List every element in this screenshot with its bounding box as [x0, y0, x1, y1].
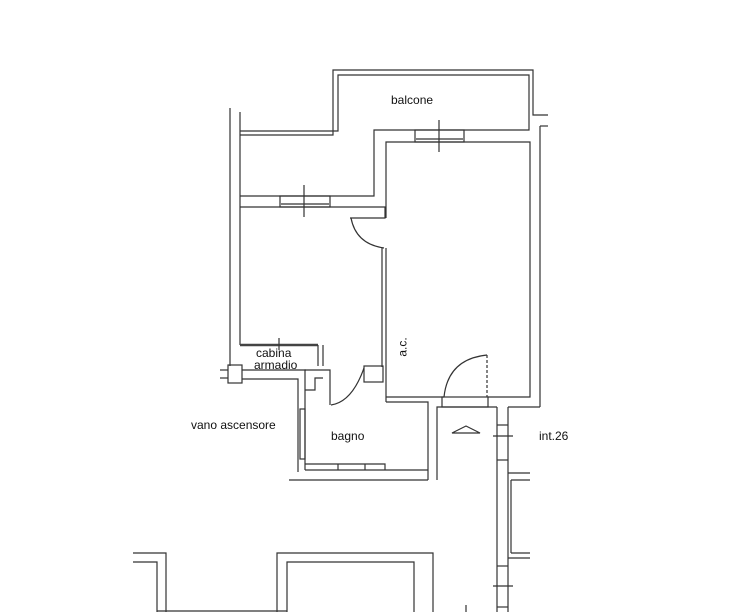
living-room-walls [385, 141, 531, 398]
bathroom-door-swing [330, 367, 365, 406]
lower-wall-left-outer [133, 552, 167, 612]
lower-wall-room-outer [276, 552, 434, 612]
balcony-outer-wall [240, 69, 548, 136]
pillar-bathroom [363, 365, 384, 383]
entry-door-swing [443, 354, 488, 398]
bedroom-top-wall [240, 206, 386, 219]
corridor-wall-right [436, 406, 497, 480]
elevator-window [299, 408, 306, 460]
elevator-wall [242, 378, 299, 472]
bathroom-jamb [304, 369, 331, 470]
pillar [227, 364, 243, 384]
room-label-ac: a.c. [395, 337, 410, 357]
room-label-vano-ascensore: vano ascensore [191, 418, 276, 432]
lower-wall-room-inner [286, 561, 415, 612]
room-label-balcone: balcone [391, 93, 434, 107]
corridor-wall-left [386, 401, 429, 480]
stair-direction-arrow [451, 425, 481, 434]
balcony-inner-wall [240, 74, 530, 197]
bathroom-jamb-inner [305, 377, 323, 391]
room-label-bagno: bagno [331, 429, 365, 443]
room-label-int26: int.26 [539, 429, 569, 443]
bedroom-door-swing [350, 217, 385, 249]
window-bedroom [279, 195, 331, 208]
lower-wall-left-inner [133, 561, 158, 612]
bathroom-fixtures [305, 463, 386, 470]
room-label-cabina: cabina [256, 346, 292, 360]
entry-door-frame [441, 396, 489, 408]
room-label-armadio: armadio [254, 358, 298, 372]
